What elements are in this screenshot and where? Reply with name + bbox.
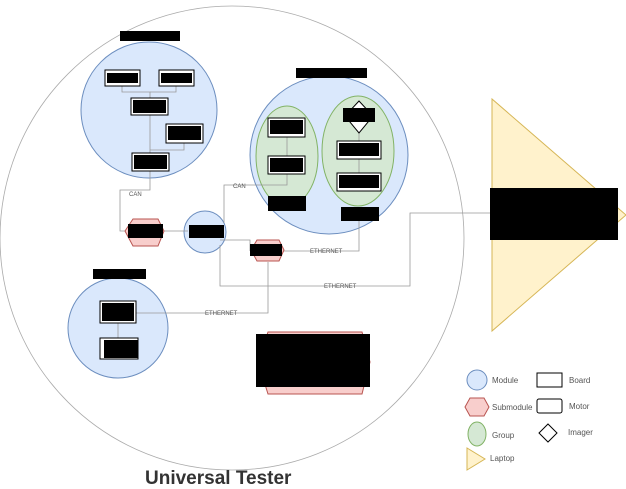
legend-laptop-swatch: [466, 447, 486, 471]
legend-board-label: Board: [569, 376, 590, 385]
connectors: [117, 85, 492, 338]
legend-module-swatch: [466, 369, 488, 391]
edge-label-ethernet-right: ETHERNET: [310, 249, 343, 255]
edge-label-can-top: CAN: [129, 192, 142, 198]
legend-motor-swatch: [536, 398, 563, 414]
legend-group-label: Group: [492, 431, 515, 440]
legend-motor-label: Motor: [569, 402, 590, 411]
legend-submodule-label: Submodule: [492, 403, 533, 412]
diagram-title: Universal Tester: [145, 468, 292, 489]
legend-imager-swatch: [538, 423, 558, 443]
legend-board-swatch: [536, 372, 563, 388]
edge-label-can-mid: CAN: [233, 184, 246, 190]
legend-module-label: Module: [492, 376, 519, 385]
redactions: [93, 31, 618, 387]
legend-group-swatch: [467, 421, 487, 447]
universal-tester-boundary: [0, 5, 465, 471]
legend-laptop-label: Laptop: [490, 454, 515, 463]
legend-submodule-swatch: [464, 397, 490, 417]
legend-imager-label: Imager: [568, 428, 593, 437]
edge-label-ethernet-bottom: ETHERNET: [205, 311, 238, 317]
legend: Module Board Submodule Motor Group Image…: [464, 369, 593, 471]
edge-label-ethernet-long: ETHERNET: [324, 284, 357, 290]
